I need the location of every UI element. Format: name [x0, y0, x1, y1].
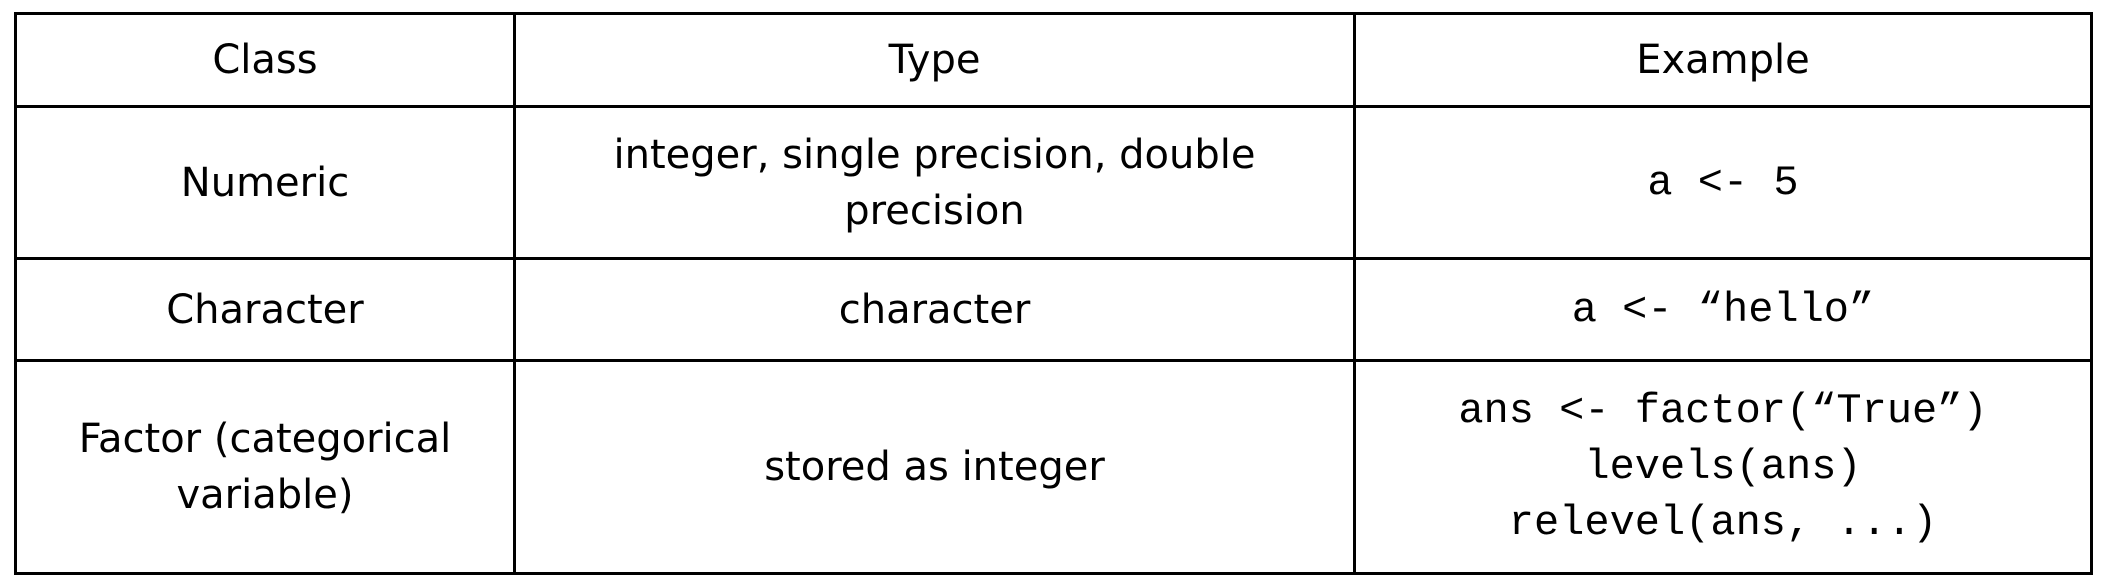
table-row-factor: Factor (categorical variable) stored as …: [14, 359, 2093, 575]
code-line: levels(ans): [1584, 443, 1862, 491]
code-line: ans <- factor(“True”): [1458, 387, 1988, 435]
cell-type-numeric: integer, single precision, double precis…: [513, 105, 1356, 260]
cell-type-character: character: [513, 257, 1356, 362]
code-line: a <- “hello”: [1571, 285, 1875, 334]
data-types-table-container: Class Type Example Numeric integer, sing…: [14, 12, 2093, 575]
cell-example-numeric: a <- 5: [1353, 105, 2093, 260]
header-class: Class: [14, 12, 516, 108]
data-types-table: Class Type Example Numeric integer, sing…: [14, 12, 2093, 575]
table-row-numeric: Numeric integer, single precision, doubl…: [14, 105, 2093, 260]
header-type: Type: [513, 12, 1356, 108]
code-line: relevel(ans, ...): [1508, 499, 1938, 547]
table-header-row: Class Type Example: [14, 12, 2093, 108]
cell-example-character: a <- “hello”: [1353, 257, 2093, 362]
header-example: Example: [1353, 12, 2093, 108]
cell-class-factor: Factor (categorical variable): [14, 359, 516, 575]
cell-class-factor-text: Factor (categorical variable): [78, 416, 452, 518]
cell-type-numeric-text: integer, single precision, double precis…: [613, 131, 1256, 234]
table-row-character: Character character a <- “hello”: [14, 257, 2093, 362]
code-line: a <- 5: [1647, 158, 1799, 207]
cell-example-factor: ans <- factor(“True”) levels(ans) releve…: [1353, 359, 2093, 575]
cell-type-factor: stored as integer: [513, 359, 1356, 575]
cell-class-numeric: Numeric: [14, 105, 516, 260]
cell-class-character: Character: [14, 257, 516, 362]
